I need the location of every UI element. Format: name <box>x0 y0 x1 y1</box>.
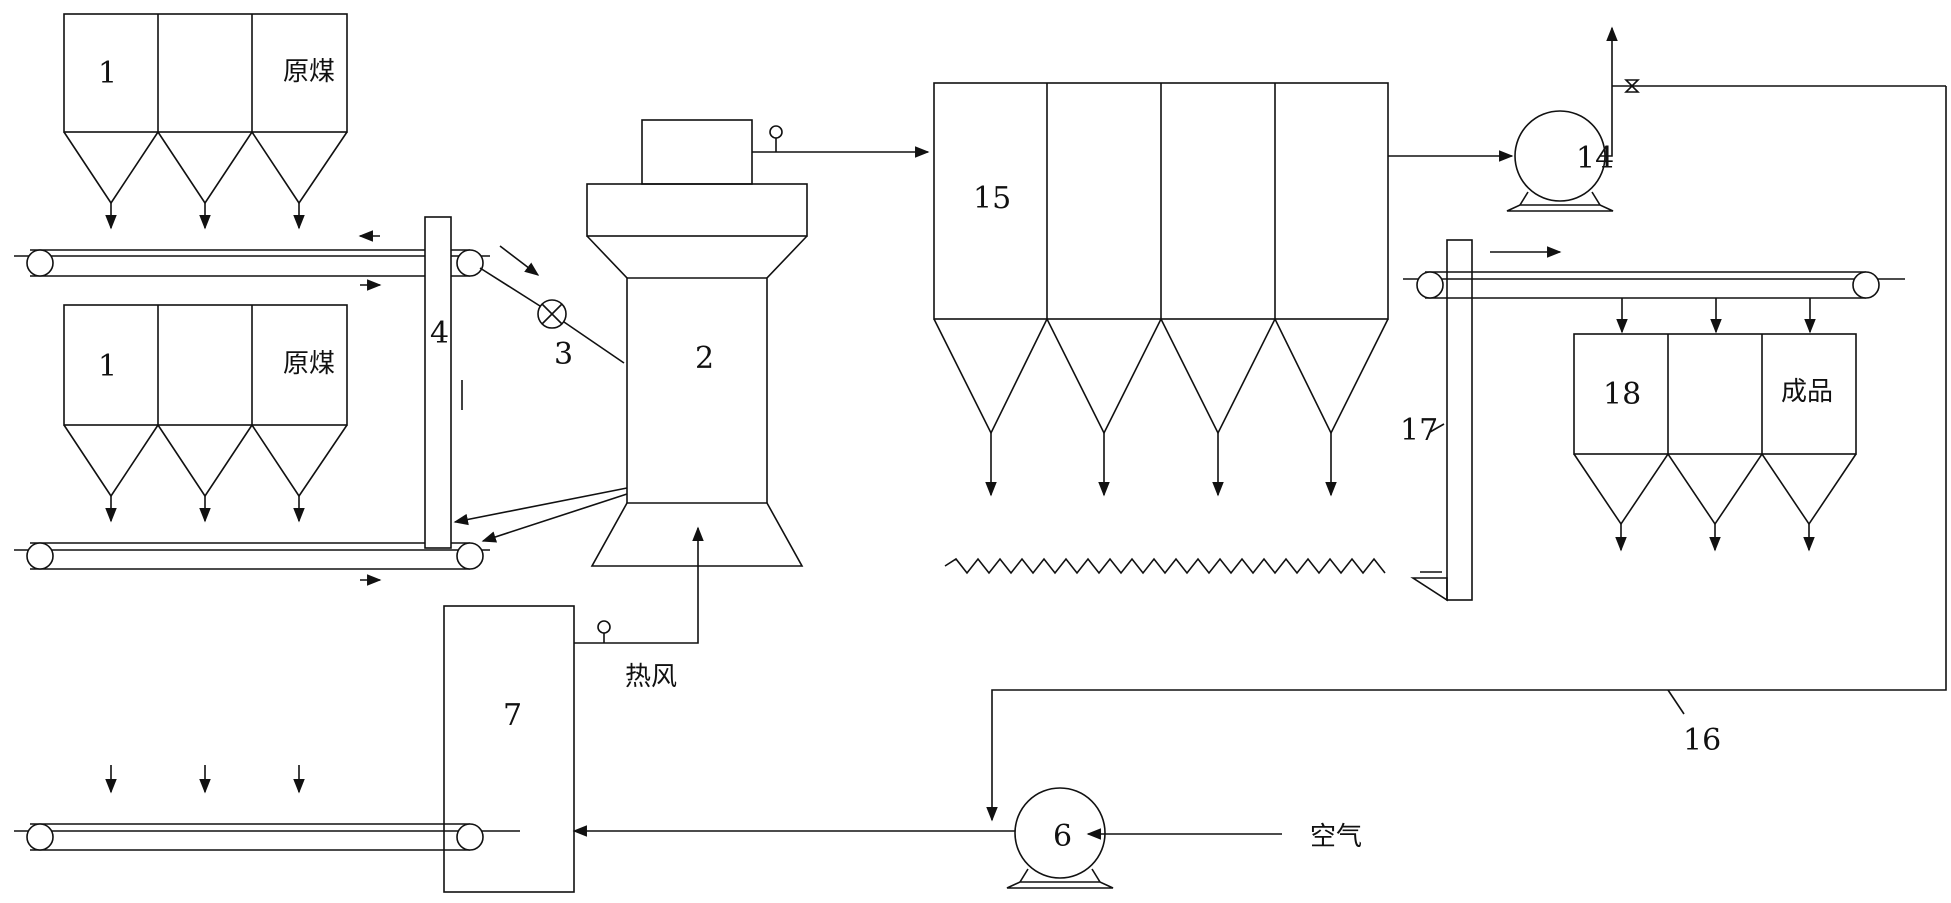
raw-coal-bin-group-middle: 1 原煤 <box>63 304 348 523</box>
hot-air-furnace: 7 热风 <box>443 526 704 893</box>
exhaust-fan: 14 <box>1506 26 1946 212</box>
belt-conveyor-bottom <box>14 765 520 851</box>
bin-label-1-top: 1 <box>98 56 117 91</box>
rotary-valve: 3 <box>479 245 625 372</box>
dust-collector-label-15: 15 <box>973 181 1011 216</box>
belt-conveyor-product <box>1403 246 1905 334</box>
hot-air-label: 热风 <box>625 662 677 692</box>
furnace-label-7: 7 <box>503 698 522 733</box>
raw-coal-label-middle: 原煤 <box>283 349 335 379</box>
bin-label-1-middle: 1 <box>98 349 117 384</box>
fan-label-14: 14 <box>1576 141 1614 176</box>
air-label: 空气 <box>1310 822 1362 852</box>
elevator-label-4: 4 <box>430 316 449 351</box>
recirculation-duct: 16 <box>986 86 1947 822</box>
screw-conveyor <box>944 557 1442 575</box>
duct-label-16: 16 <box>1683 723 1721 758</box>
dust-collector: 15 <box>933 82 1389 497</box>
valve-label-3: 3 <box>554 337 573 372</box>
raw-coal-bin-group-top: 1 原煤 <box>63 13 348 230</box>
raw-coal-label-top: 原煤 <box>283 57 335 87</box>
product-label: 成品 <box>1781 377 1833 407</box>
fan-label-6: 6 <box>1053 819 1072 854</box>
bucket-elevator-left: 4 <box>424 216 463 549</box>
elevator-label-17: 17 <box>1400 413 1438 448</box>
product-bin-label-18: 18 <box>1603 377 1641 412</box>
screw-flight <box>944 557 1386 575</box>
dryer-label-2: 2 <box>695 341 714 376</box>
belt-conveyor-top <box>14 230 490 291</box>
product-bin-group: 18 成品 <box>1573 333 1857 552</box>
belt-conveyor-middle <box>14 542 490 586</box>
dryer-tower: 2 <box>453 119 808 567</box>
air-supply-fan: 6 空气 <box>572 787 1362 889</box>
bucket-elevator-right: 17 <box>1400 239 1473 602</box>
dryer-exhaust-duct <box>752 125 930 158</box>
